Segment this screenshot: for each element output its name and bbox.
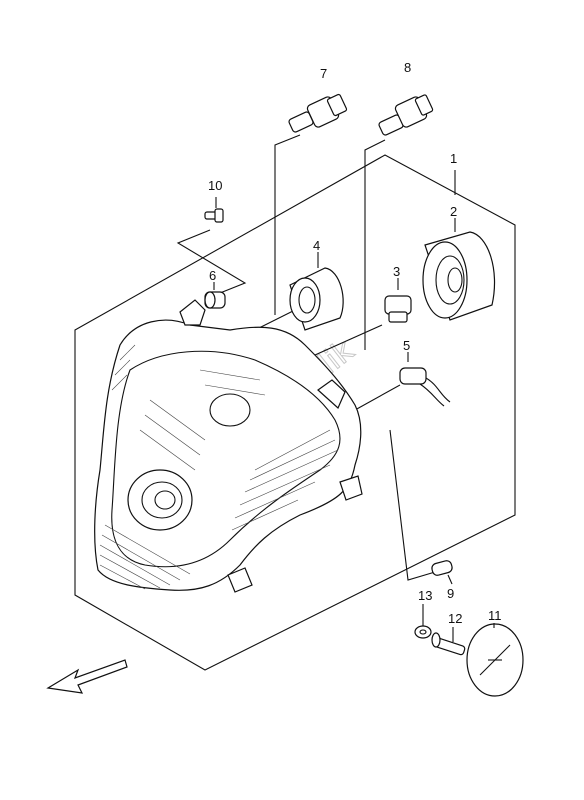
- assembly-line-9: [389, 429, 436, 581]
- callout-4: 4: [313, 238, 320, 253]
- bulb-8: [378, 94, 434, 136]
- high-beam-reflector: [209, 393, 251, 427]
- washer-13: [414, 625, 432, 639]
- leader-9: [447, 574, 453, 585]
- callout-3: 3: [393, 264, 400, 279]
- callout-10: 10: [208, 178, 222, 193]
- leader-8: [364, 139, 386, 350]
- bulb-7: [288, 93, 348, 133]
- callout-11: 11: [488, 608, 502, 623]
- callout-7: 7: [320, 66, 327, 81]
- headlamp-housing: [94, 299, 363, 593]
- projector-lens: [127, 469, 193, 531]
- assembly-line-5: [354, 384, 401, 411]
- callout-5: 5: [403, 338, 410, 353]
- cap-11: [466, 623, 524, 697]
- bracket-6-10: [176, 229, 247, 296]
- screw-12: [431, 632, 466, 656]
- callout-2: 2: [450, 204, 457, 219]
- callout-13: 13: [418, 588, 432, 603]
- callout-6: 6: [209, 268, 216, 283]
- bulb-9: [431, 560, 453, 576]
- leader-7: [274, 134, 301, 315]
- callout-1: 1: [450, 151, 457, 166]
- callout-12: 12: [448, 611, 462, 626]
- mount-tab-lower-right: [339, 475, 363, 501]
- housing-hatching: [99, 344, 339, 590]
- socket-3: [384, 295, 412, 323]
- callout-8: 8: [404, 60, 411, 75]
- assembly-line-3: [314, 324, 383, 356]
- mount-tab-right: [317, 379, 346, 410]
- screw-10: [204, 208, 224, 223]
- socket-5: [399, 367, 451, 407]
- cover-4: [289, 267, 344, 331]
- arrow-down-left-icon: [46, 659, 128, 694]
- callout-9: 9: [447, 586, 454, 601]
- assembly-frame: [74, 154, 516, 671]
- mount-tab-bottom: [227, 567, 253, 593]
- mount-tab-top: [179, 299, 206, 326]
- cover-2: [422, 231, 496, 321]
- grommet-6: [204, 291, 226, 309]
- assembly-line-4: [254, 309, 296, 331]
